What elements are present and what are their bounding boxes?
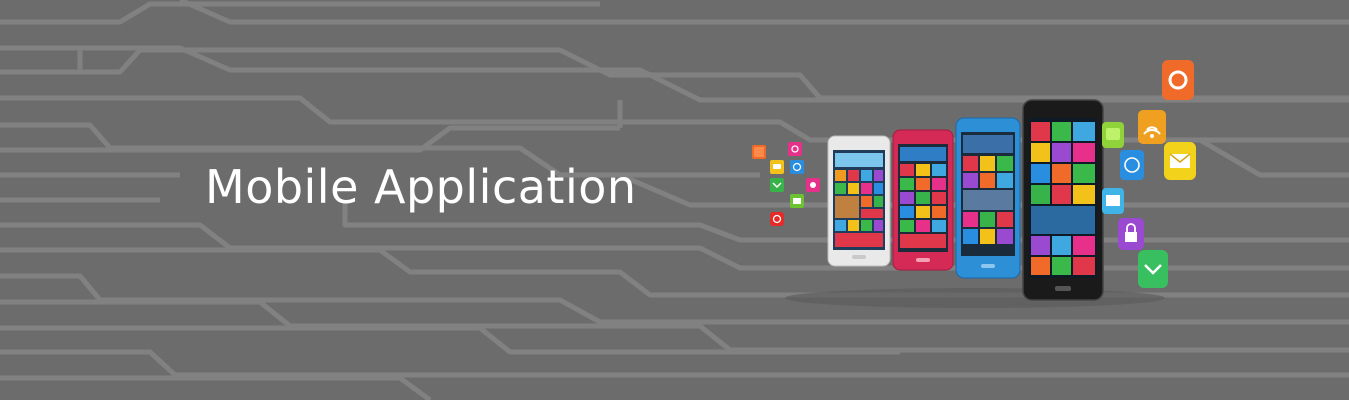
wifi-app-icon <box>1138 110 1166 144</box>
power-app-icon <box>770 212 784 226</box>
mail-app-icon <box>1164 142 1196 180</box>
phone-blue <box>955 117 1021 279</box>
phone-black <box>1022 99 1104 301</box>
globe-app-icon <box>790 160 804 174</box>
phone-white <box>827 135 891 267</box>
heart-app-icon <box>806 178 820 192</box>
settings-app-icon <box>752 145 766 159</box>
settings-app-icon <box>1162 60 1194 100</box>
camera-app-icon <box>1138 250 1168 288</box>
search-app-icon <box>788 142 802 156</box>
photo-app-icon <box>1102 188 1124 214</box>
chat-app-icon <box>770 160 784 174</box>
globe-app-icon <box>1120 150 1144 180</box>
download-app-icon <box>770 178 784 192</box>
lock-app-icon <box>1118 218 1144 250</box>
shop-app-icon <box>790 194 804 208</box>
mobile-phones-illustration <box>752 60 1196 308</box>
chat-app-icon <box>1102 122 1124 148</box>
page-title: Mobile Application <box>205 160 637 214</box>
phone-pink <box>892 129 954 271</box>
